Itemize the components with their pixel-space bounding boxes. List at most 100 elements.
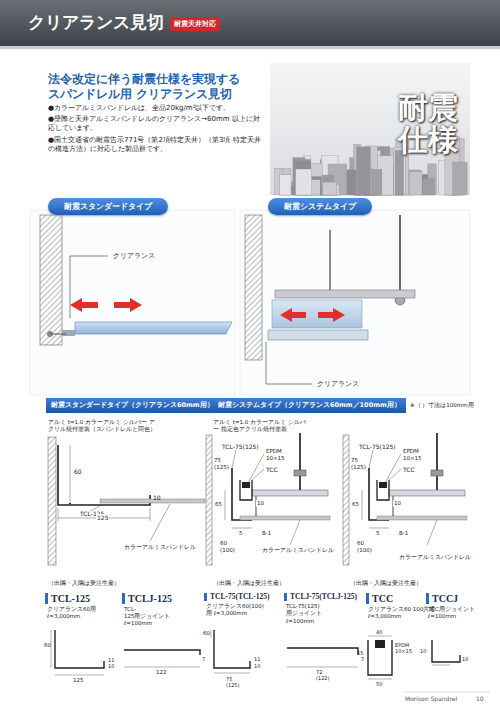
spandrel xyxy=(377,516,467,520)
dimension-label: 60 xyxy=(74,468,82,476)
node-description: クリアランス60用 ℓ=3,000mm xyxy=(45,606,96,620)
dimension-label: 65 xyxy=(352,501,359,508)
dim-line xyxy=(369,528,389,529)
dimension-label: 10 xyxy=(393,500,402,507)
dimension-label: 7 xyxy=(361,656,364,662)
building xyxy=(323,182,337,195)
node-description: TCC用ジョイント ℓ=100mm xyxy=(426,606,475,620)
dimension-label: カラーアルミスパンドレル xyxy=(399,553,471,561)
wall xyxy=(206,435,212,565)
spandrel xyxy=(240,516,330,520)
building xyxy=(395,151,403,196)
node-title: 耐震スタンダードタイプ（クリアランス60mm用） xyxy=(51,401,214,410)
dim-line xyxy=(232,528,252,529)
dimension-label: 11 xyxy=(108,657,114,663)
dimension-label: 10 xyxy=(153,494,161,502)
dimension-label: 65 xyxy=(357,650,363,656)
dimension-label: 65 xyxy=(215,501,222,508)
leader-line xyxy=(290,520,300,545)
nut xyxy=(431,470,443,476)
dimension-label: 122 xyxy=(156,669,167,676)
ceiling-bar xyxy=(252,490,328,496)
product-card: TCL-125 クリアランス60用 ℓ=3,000mm xyxy=(45,593,96,620)
dimension-label: 耐震 仕様 xyxy=(398,92,458,155)
leader-line xyxy=(252,469,264,480)
dimension-label: 75 (125) xyxy=(226,676,239,689)
node-title: 耐震天井対応 xyxy=(174,19,216,29)
tcl-profile xyxy=(232,468,252,520)
dimension-label: TCL-75(125) xyxy=(222,443,259,451)
product-card: TCLJ-75(TCLJ-125) TCL-75(125)用ジョイント ℓ=100… xyxy=(284,593,357,625)
leader-line xyxy=(427,520,437,545)
dimension-label: B-1 xyxy=(399,530,408,537)
dimension-label: 5 xyxy=(376,530,380,537)
dimension-label: 11 xyxy=(254,656,260,662)
bullet-note: ●壁際と天井アルミスパンドレルのクリアランス→60mm 以上に対応しています。 xyxy=(48,115,266,133)
dimension-label: ※（ ）寸法は100mm用 xyxy=(410,402,474,409)
dimension-label: 10 xyxy=(420,648,426,654)
dimension-label: 60 xyxy=(44,642,51,649)
dimension-label: TCL-75(125) xyxy=(359,443,396,451)
leader-line xyxy=(248,454,264,483)
dimension-label: B-1 xyxy=(262,530,271,537)
tcc-profile xyxy=(377,480,389,500)
header-band: クリアランス見切耐震天井対応 xyxy=(0,0,500,46)
dimension-label: TCC xyxy=(266,466,278,474)
dimension-label: アルミ t=1.0 カラーアルミ シルバー 指定色アクリル焼付塗装 xyxy=(213,419,308,433)
building xyxy=(372,169,382,195)
node-description: クリアランス60(100)用 ℓ=3,000mm xyxy=(204,603,264,617)
building xyxy=(347,170,356,195)
dim-line xyxy=(362,490,363,520)
node-title: 耐震システムタイプ xyxy=(284,201,356,212)
dimension-label: 60 (100) xyxy=(357,540,372,554)
dimension-label: カラーアルミスパンドレル xyxy=(124,543,196,551)
node-title: 耐震スタンダードタイプ xyxy=(64,201,152,212)
tcl-profile xyxy=(369,468,389,520)
hanger-bolt xyxy=(299,433,301,490)
building xyxy=(423,179,435,195)
dim-line xyxy=(225,490,226,520)
node-description: TCL-125用ジョイント ℓ=100mm xyxy=(122,606,170,627)
bullet-note: ●カラーアルミスパンドレルは、全品20kg/m²以下です。 xyxy=(48,104,266,113)
dimension-label: 125 xyxy=(96,514,109,522)
dimension-label: EPDM 10×15 xyxy=(403,448,422,462)
building xyxy=(296,169,312,195)
node-title: 耐震システムタイプ（クリアランス60mm／100mm用） xyxy=(218,401,401,410)
dimension-label: 10 xyxy=(476,695,484,703)
dimension-label: クリアランス xyxy=(316,380,360,389)
dimension-label: EPDM 10×15 xyxy=(266,448,285,462)
node-title: TCC xyxy=(366,593,435,604)
badge: 耐震天井対応 xyxy=(170,17,220,31)
node-title: TCCJ xyxy=(426,593,475,604)
node-description: クリアランス60·100共通 ℓ=3,000mm xyxy=(366,606,435,620)
building xyxy=(453,162,468,195)
product-card: TCLJ-125TCL-125用ジョイント ℓ=100mm xyxy=(122,593,172,627)
dimension-label: TCC xyxy=(403,466,415,474)
product-card: TCL-75(TCL-125)クリアランス60(100)用 ℓ=3,000mm xyxy=(204,593,270,618)
bullet-note: ●国土交通省の耐震告示771号（第2項特定天井）（第3項 特定天井の構造方法）に… xyxy=(48,136,266,154)
dimension-label: （出隅・入隅は受注生産） xyxy=(350,580,422,587)
dimension-label: 60 xyxy=(203,630,210,637)
dimension-label: （出隅・入隅は受注生産） xyxy=(213,580,285,587)
node-title: TCLJ-75(TCLJ-125) xyxy=(284,593,357,601)
building xyxy=(280,175,291,195)
epdm xyxy=(379,482,387,488)
node-description: TCL-75(125)用ジョイント ℓ=100mm xyxy=(284,603,322,624)
ceiling-bar xyxy=(389,490,465,496)
dimension-label: カラーアルミスパンドレル xyxy=(262,546,334,554)
node-title: TCL-125 xyxy=(45,593,96,604)
dimension-label: 50 xyxy=(376,681,382,687)
dimension-label: 125 xyxy=(73,677,84,684)
dimension-label: 10 xyxy=(254,663,260,669)
type-pill: 耐震スタンダードタイプ xyxy=(48,198,168,215)
product-card: TCCJ TCC用ジョイント ℓ=100mm xyxy=(426,593,475,620)
dimension-label: 72 (122) xyxy=(316,669,329,682)
leader-line xyxy=(232,450,236,468)
node-title: TCLJ-125 xyxy=(122,593,172,604)
tcc-profile xyxy=(240,480,252,500)
dimension-label: 5 xyxy=(239,530,243,537)
leader-line xyxy=(385,454,401,483)
wall xyxy=(343,435,349,565)
building xyxy=(294,159,311,195)
dimension-label: 7 xyxy=(202,656,205,662)
